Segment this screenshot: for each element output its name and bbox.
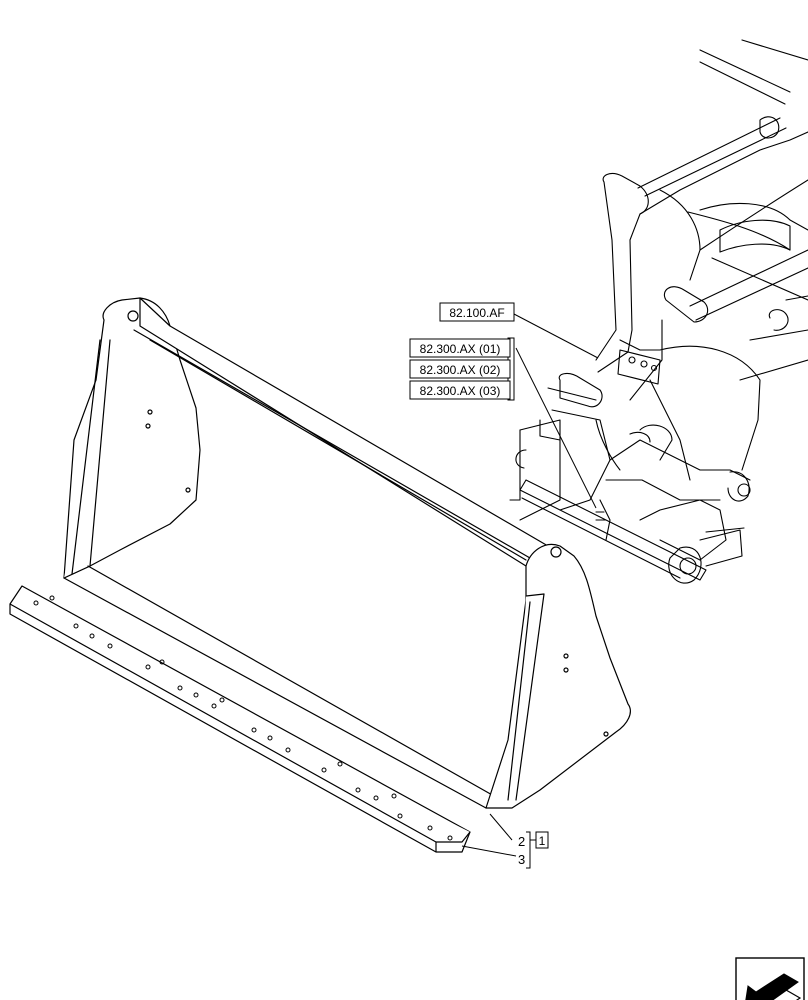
reference-82-300-ax-03-label: 82.300.AX (03) — [420, 384, 501, 398]
bucket — [63, 297, 631, 809]
cutting-edge-bolt-holes — [33, 595, 453, 841]
cutting-edge — [9, 585, 471, 853]
reference-82-300-ax-02-label: 82.300.AX (02) — [420, 363, 501, 377]
group-1-box — [535, 831, 549, 849]
reference-82-300-ax-01-label: 82.300.AX (01) — [420, 342, 501, 356]
reference-82-300-ax-03[interactable]: 82.300.AX (03) — [409, 380, 511, 400]
group-1-callout[interactable]: 1 — [539, 834, 546, 848]
callout-bracket — [526, 831, 536, 869]
item-callouts: 2 3 1 — [518, 831, 549, 869]
item-2-callout[interactable]: 2 — [518, 834, 525, 849]
next-page-arrow-icon[interactable] — [735, 957, 805, 1000]
reference-82-300-ax-group: 82.300.AX (01) 82.300.AX (02) 82.300.AX … — [409, 337, 515, 401]
item-3-callout[interactable]: 3 — [518, 852, 525, 867]
reference-82-100-af[interactable]: 82.100.AF — [439, 302, 515, 322]
loader-arm-assembly — [509, 39, 808, 584]
reference-82-100-af-label: 82.100.AF — [449, 306, 504, 320]
leader-lines — [461, 313, 599, 857]
reference-82-300-ax-01[interactable]: 82.300.AX (01) — [409, 338, 511, 358]
reference-82-300-ax-02[interactable]: 82.300.AX (02) — [409, 359, 511, 379]
